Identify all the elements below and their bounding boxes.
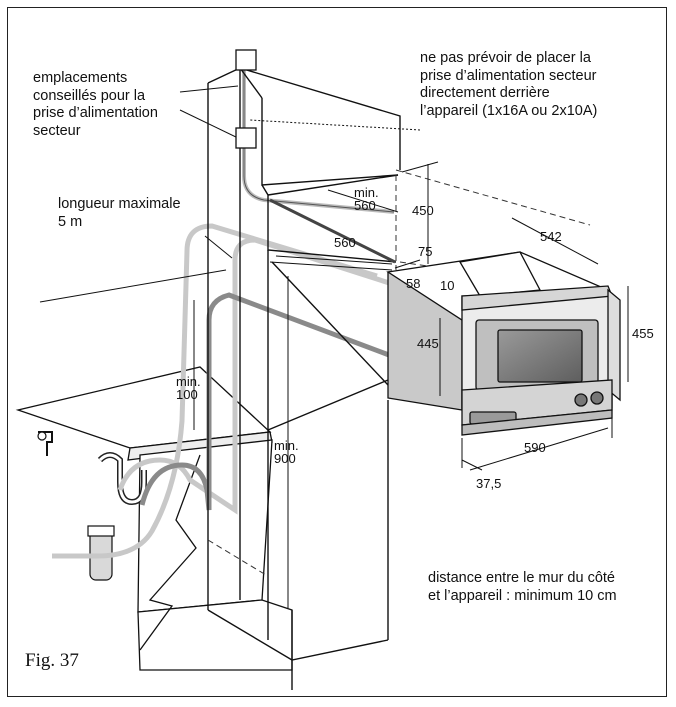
dimension-lines [39, 85, 629, 608]
dim-front-depth: 37,5 [476, 476, 501, 491]
appliance [386, 251, 621, 436]
drain-hose [117, 237, 406, 515]
note-no-socket-behind: ne pas prévoir de placer la prise d’alim… [420, 50, 598, 119]
dim-installation-height-min: min.900 [274, 438, 299, 466]
figure-label: Fig. 37 [25, 650, 79, 671]
figure-frame [7, 7, 667, 697]
note-side-wall-distance: distance entre le mur du côté et l’appar… [428, 570, 617, 604]
dimension-labels: min.560 560 450 542 75 58 10 445 455 590… [176, 185, 654, 491]
dim-niche-width: 560 [334, 235, 356, 250]
dim-gap-58: 58 [406, 276, 420, 291]
dim-floor-clearance-min: min.100 [176, 374, 201, 402]
water-hose [52, 223, 378, 559]
dim-appliance-height: 445 [417, 336, 439, 351]
dark-hose [139, 292, 390, 511]
note-socket-positions: emplacements conseillés pour la prise d’… [33, 70, 158, 139]
dim-niche-height: 450 [412, 203, 434, 218]
socket-upper [235, 49, 257, 71]
socket-lower [235, 127, 257, 149]
worktop [15, 366, 293, 671]
dim-gap-75: 75 [418, 244, 432, 259]
dim-appliance-width: 590 [524, 440, 546, 455]
niche-lines [269, 198, 396, 271]
dim-gap-10: 10 [440, 278, 454, 293]
note-max-length: longueur maximale 5 m [58, 196, 181, 230]
dim-niche-depth-min: min.560 [354, 185, 379, 213]
dim-appliance-depth: 542 [540, 229, 562, 244]
dim-front-height: 455 [632, 326, 654, 341]
